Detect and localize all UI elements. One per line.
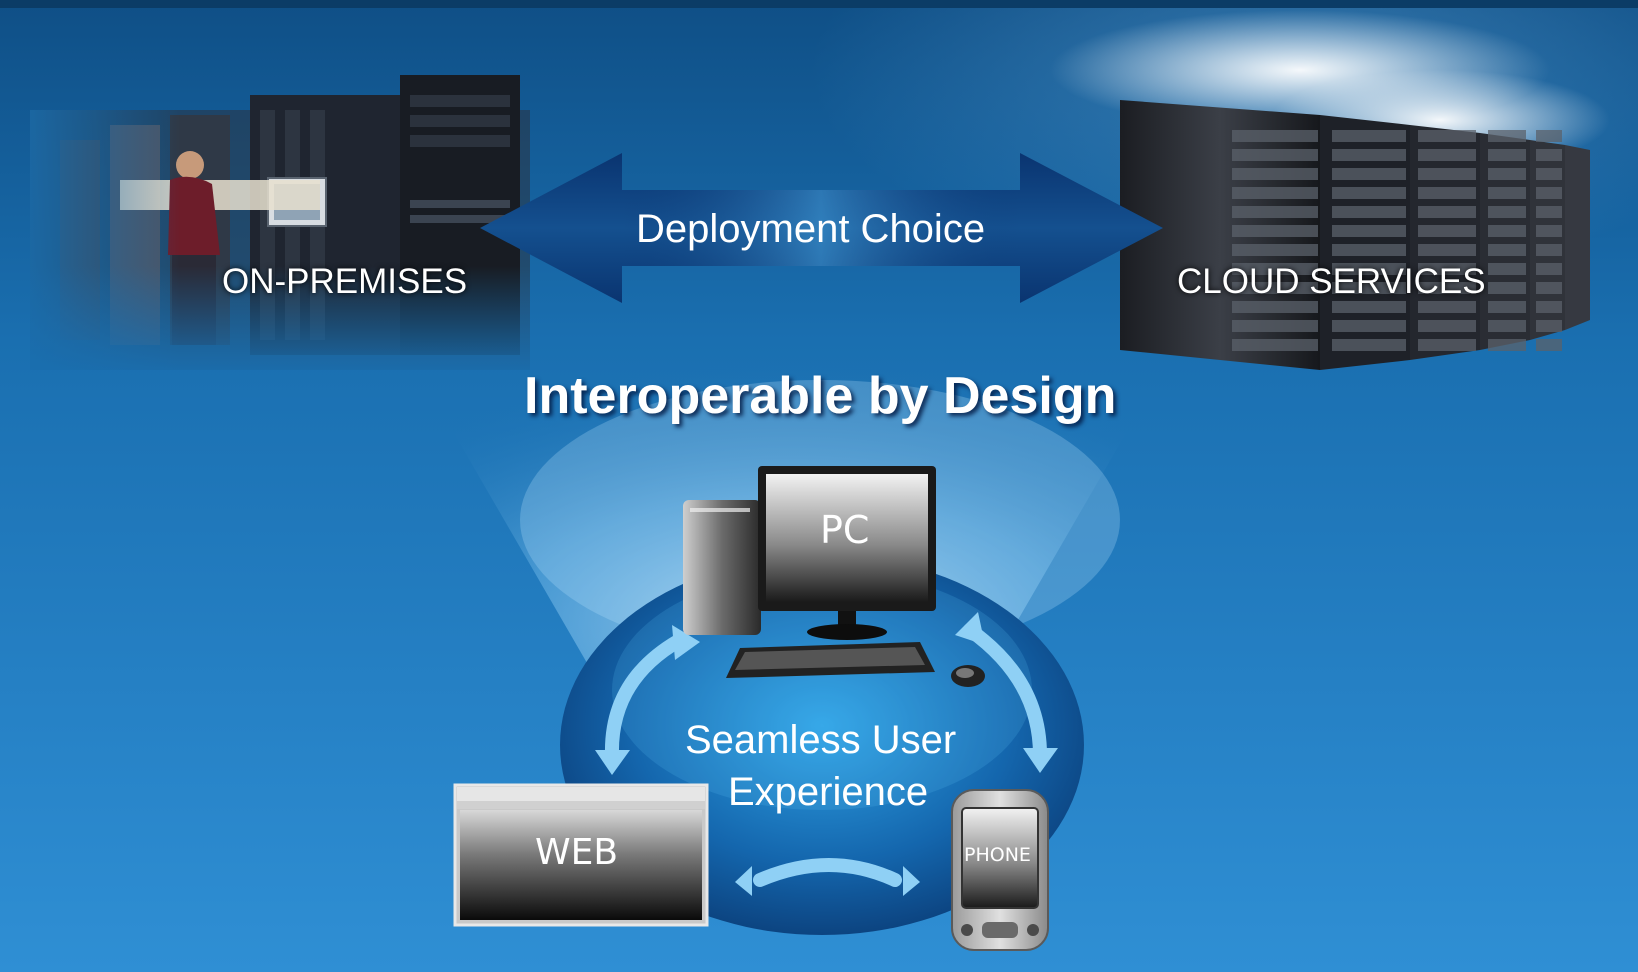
rack-slot — [1488, 339, 1526, 351]
rack-slot — [1488, 187, 1526, 199]
rack-slot — [1332, 282, 1406, 294]
rack-slot — [1332, 168, 1406, 180]
rack-slot — [1488, 320, 1526, 332]
rack-slot — [1418, 282, 1476, 294]
on-premises-image — [30, 75, 530, 370]
web-label: WEB — [535, 832, 619, 873]
rack-slot — [1536, 130, 1562, 142]
rack-slot — [1332, 244, 1406, 256]
rack-slot — [1536, 149, 1562, 161]
rack-slot — [1332, 225, 1406, 237]
pc-label: PC — [820, 508, 870, 552]
rack-slot — [1488, 282, 1526, 294]
rack-slot — [1418, 187, 1476, 199]
seamless-label-line2: Experience — [728, 770, 929, 814]
seamless-label-line1: Seamless User — [685, 718, 957, 762]
phone-label: PHONE — [964, 844, 1031, 866]
top-border — [0, 0, 1638, 8]
pc-icon — [683, 466, 985, 687]
rack-slot — [1418, 130, 1476, 142]
cycle-arrow-left — [604, 633, 687, 762]
rack-slot — [1488, 130, 1526, 142]
rack-slot — [1332, 149, 1406, 161]
rack-slot — [1232, 130, 1318, 142]
rack-slot — [1488, 244, 1526, 256]
rack-slots — [1232, 130, 1562, 351]
web-icon — [453, 783, 709, 927]
deployment-choice-label: Deployment Choice — [636, 207, 986, 251]
rack-slot — [1332, 206, 1406, 218]
rack-slot — [1536, 206, 1562, 218]
rack-slot — [1232, 282, 1318, 294]
rack-slot — [1232, 225, 1318, 237]
rack-slot — [1488, 149, 1526, 161]
rack-slot — [1232, 206, 1318, 218]
rack-slot — [1536, 282, 1562, 294]
cloud-services-label: CLOUD SERVICES — [1177, 262, 1486, 301]
rack-slot — [1332, 339, 1406, 351]
rack-slot — [1332, 263, 1406, 275]
rack-slot — [1536, 339, 1562, 351]
rack-slot — [1232, 168, 1318, 180]
rack-slot — [1488, 225, 1526, 237]
rack-slot — [1536, 301, 1562, 313]
rack-slot — [1418, 168, 1476, 180]
rack-slot — [1418, 339, 1476, 351]
rack-slot — [1536, 320, 1562, 332]
rack-slot — [1488, 301, 1526, 313]
rack-slot — [1418, 320, 1476, 332]
rack-slot — [1536, 168, 1562, 180]
rack-slot — [1332, 130, 1406, 142]
rack-slot — [1488, 168, 1526, 180]
rack-slot — [1536, 187, 1562, 199]
cycle-arrow-bottom — [753, 858, 902, 887]
rack-slot — [1332, 187, 1406, 199]
cycle-arrow-right — [963, 623, 1047, 762]
rack-slot — [1232, 149, 1318, 161]
rack-slot — [1332, 301, 1406, 313]
rack-slot — [1488, 206, 1526, 218]
rack-slot — [1418, 301, 1476, 313]
rack-slot — [1536, 225, 1562, 237]
rack-slot — [1418, 225, 1476, 237]
rack-slot — [1232, 339, 1318, 351]
rack-slot — [1418, 263, 1476, 275]
rack-slot — [1232, 301, 1318, 313]
rack-slot — [1536, 244, 1562, 256]
rack-slot — [1418, 149, 1476, 161]
headline: Interoperable by Design — [524, 367, 1117, 425]
phone-icon — [951, 789, 1049, 951]
rack-slot — [1488, 263, 1526, 275]
rack-slot — [1232, 244, 1318, 256]
rack-slot — [1232, 263, 1318, 275]
cycle-arrows — [595, 612, 1058, 896]
rack-slot — [1332, 320, 1406, 332]
rack-slot — [1418, 206, 1476, 218]
rack-slot — [1536, 263, 1562, 275]
deployment-choice-arrow — [480, 153, 1163, 303]
on-premises-label: ON-PREMISES — [222, 262, 468, 301]
rack-slot — [1232, 187, 1318, 199]
rack-slot — [1232, 320, 1318, 332]
rack-slot — [1418, 244, 1476, 256]
